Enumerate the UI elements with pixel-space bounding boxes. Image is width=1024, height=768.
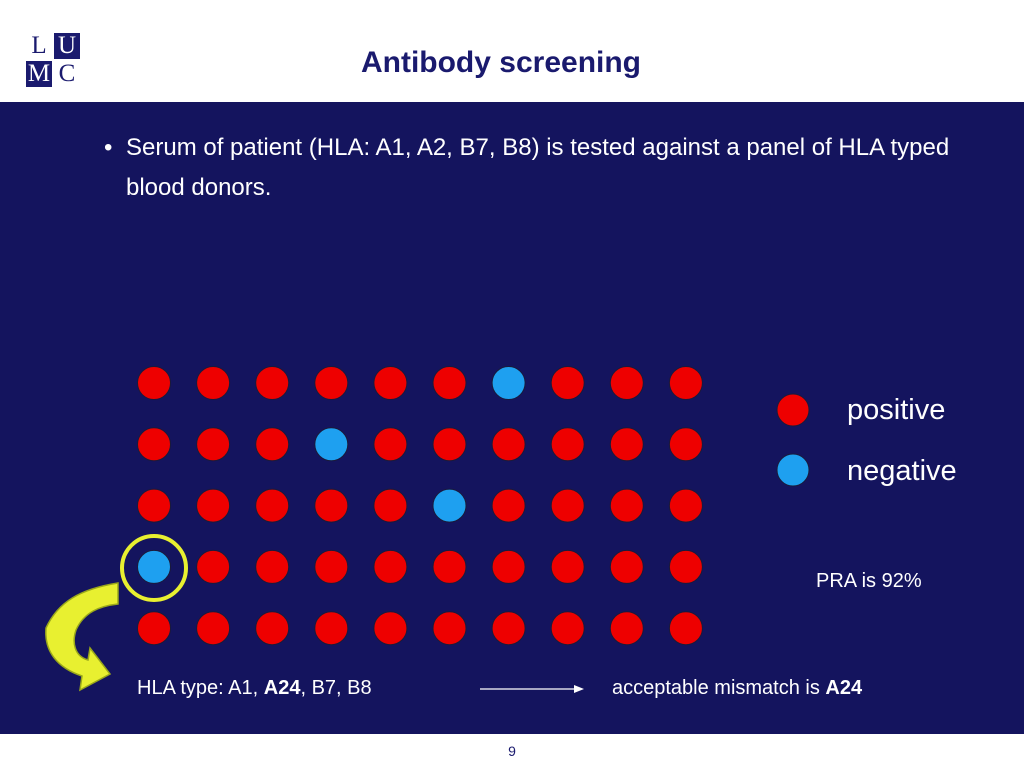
acceptable-mismatch-text: acceptable mismatch is A24 (612, 677, 862, 700)
donor-dot-positive (491, 611, 526, 646)
donor-dot-positive (373, 611, 408, 646)
donor-dot-positive (373, 427, 408, 462)
donor-dot-positive (196, 549, 231, 584)
donor-dot-positive (609, 488, 644, 523)
donor-dot-negative (314, 427, 349, 462)
donor-dot-positive (196, 611, 231, 646)
donor-dot-positive (373, 488, 408, 523)
legend-negative-dot (776, 453, 810, 487)
donor-dot-positive (314, 611, 349, 646)
donor-dot-positive (550, 611, 585, 646)
donor-dot-positive (432, 549, 467, 584)
donor-dot-positive (550, 366, 585, 400)
acceptable-prefix: acceptable mismatch is (612, 677, 826, 699)
donor-dot-positive (491, 427, 526, 462)
donor-dot-positive (137, 611, 171, 646)
donor-dot-positive (668, 549, 703, 584)
donor-dot-positive (609, 611, 644, 646)
donor-dot-positive (196, 427, 231, 462)
donor-dot-positive (196, 366, 231, 400)
legend-positive-dot (776, 393, 810, 427)
donor-dot-positive (255, 549, 290, 584)
donor-dot-positive (255, 366, 290, 400)
arrow-head-icon (574, 685, 584, 693)
bullet-point: • Serum of patient (HLA: A1, A2, B7, B8)… (104, 128, 984, 208)
donor-dot-positive (491, 488, 526, 523)
legend-negative-label: negative (847, 455, 957, 487)
highlight-ring (120, 534, 188, 602)
logo-letter-m: M (26, 60, 52, 87)
donor-dot-negative (137, 549, 171, 584)
donor-dot-negative (432, 488, 467, 523)
donor-dot-positive (609, 427, 644, 462)
donor-dot-positive (432, 366, 467, 400)
donor-dot-positive (255, 427, 290, 462)
umc-logo: L U M C (26, 33, 82, 89)
bullet-dot: • (104, 134, 113, 161)
slide-title: Antibody screening (360, 46, 642, 79)
curved-arrow-icon (45, 582, 119, 692)
donor-dot-positive (255, 611, 290, 646)
hla-type-text: HLA type: A1, A24, B7, B8 (137, 677, 372, 700)
legend-positive-label: positive (847, 394, 946, 426)
donor-dot-positive (491, 549, 526, 584)
donor-dot-positive (668, 366, 703, 400)
donor-grid (137, 366, 703, 646)
donor-dot-positive (314, 366, 349, 400)
hla-type-suffix: , B7, B8 (300, 677, 372, 699)
page-number: 9 (508, 743, 516, 759)
pra-text: PRA is 92% (816, 570, 922, 592)
donor-dot-positive (432, 427, 467, 462)
acceptable-bold: A24 (825, 677, 863, 699)
donor-dot-positive (550, 427, 585, 462)
donor-dot-positive (137, 366, 171, 400)
donor-dot-positive (668, 488, 703, 523)
donor-dot-positive (373, 549, 408, 584)
donor-dot-positive (255, 488, 290, 523)
donor-dot-positive (137, 427, 171, 462)
donor-dot-positive (196, 488, 231, 523)
logo-letter-c: C (58, 60, 76, 87)
donor-dot-positive (432, 611, 467, 646)
donor-dot-positive (550, 549, 585, 584)
donor-dot-positive (668, 427, 703, 462)
donor-dot-negative (491, 366, 526, 400)
logo-letter-u: U (54, 33, 80, 59)
donor-dot-positive (609, 366, 644, 400)
bullet-text: Serum of patient (HLA: A1, A2, B7, B8) i… (126, 134, 950, 201)
donor-dot-positive (314, 549, 349, 584)
donor-dot-positive (373, 366, 408, 400)
logo-letter-l: L (31, 32, 47, 59)
hla-type-bold: A24 (263, 677, 301, 699)
donor-dot-positive (668, 611, 703, 646)
donor-dot-positive (137, 488, 171, 523)
hla-type-prefix: HLA type: A1, (137, 677, 264, 699)
donor-dot-positive (314, 488, 349, 523)
donor-dot-positive (609, 549, 644, 584)
donor-dot-positive (550, 488, 585, 523)
